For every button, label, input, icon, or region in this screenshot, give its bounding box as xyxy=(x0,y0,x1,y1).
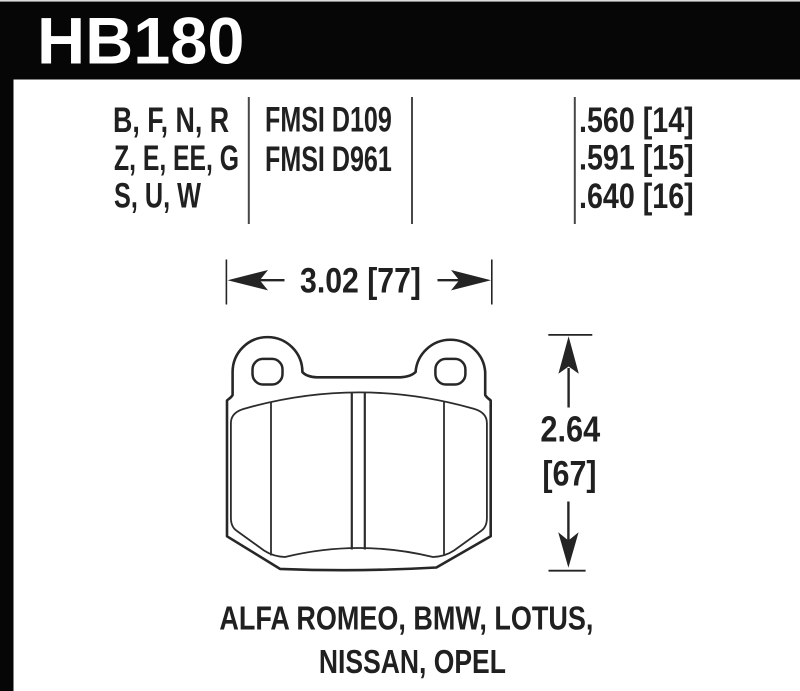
svg-text:S, U, W: S, U, W xyxy=(114,177,201,216)
svg-text:.560 [14]: .560 [14] xyxy=(579,101,694,140)
svg-text:.591 [15]: .591 [15] xyxy=(579,139,694,178)
svg-text:B, F, N, R: B, F, N, R xyxy=(113,101,229,140)
svg-text:HB180: HB180 xyxy=(37,5,244,78)
svg-text:[67]: [67] xyxy=(542,454,596,493)
svg-text:2.64: 2.64 xyxy=(540,409,600,449)
svg-text:.640 [16]: .640 [16] xyxy=(579,177,694,216)
svg-text:FMSI D109: FMSI D109 xyxy=(265,101,392,140)
svg-text:3.02 [77]: 3.02 [77] xyxy=(300,261,421,301)
svg-text:ALFA ROMEO, BMW, LOTUS,: ALFA ROMEO, BMW, LOTUS, xyxy=(219,601,593,638)
svg-text:Z, E, EE, G: Z, E, EE, G xyxy=(114,139,239,178)
svg-text:NISSAN, OPEL: NISSAN, OPEL xyxy=(319,644,506,681)
svg-text:FMSI D961: FMSI D961 xyxy=(265,140,392,179)
